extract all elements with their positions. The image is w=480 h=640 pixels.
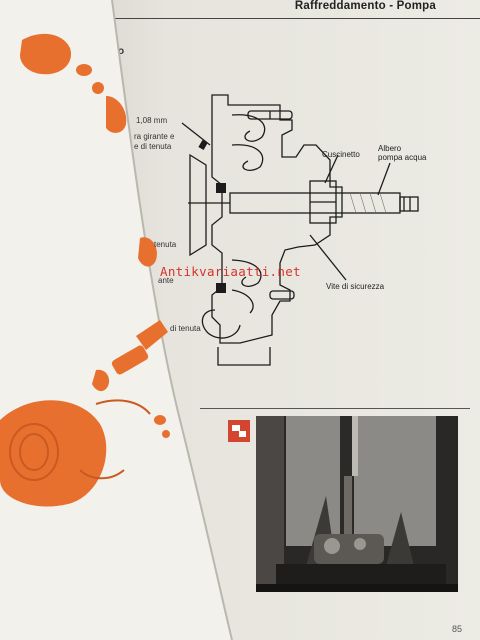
page-header: Raffreddamento - Pompa: [110, 0, 480, 19]
label-vite: Vite di sicurezza: [326, 282, 385, 291]
page-title: Raffreddamento - Pompa: [294, 0, 436, 12]
label-albero-1: Albero: [378, 144, 402, 153]
label-girante-1: ra girante e: [134, 132, 175, 141]
press-photo: [256, 416, 458, 592]
photo-section-icon: [228, 420, 250, 442]
label-cuscinetto: Cuscinetto: [322, 150, 360, 159]
label-ante: ante: [158, 276, 174, 285]
page-number: 85: [451, 624, 462, 634]
label-albero-2: pompa acqua: [378, 153, 427, 162]
label-girante-2: e di tenuta: [134, 142, 172, 151]
figure-marker: o: [118, 46, 125, 57]
label-tenuta-1: tenuta: [154, 240, 177, 249]
watermark-text: Antikvariaatti.net: [160, 264, 301, 279]
label-measure: 1,08 mm: [136, 116, 168, 125]
label-tenuta-2: di tenuta: [170, 324, 201, 333]
section-divider: [200, 408, 470, 409]
